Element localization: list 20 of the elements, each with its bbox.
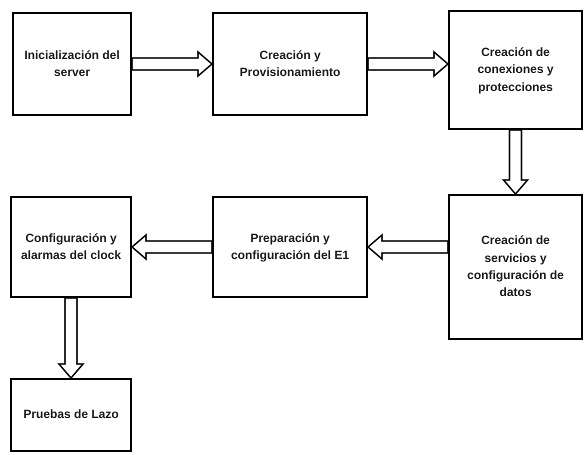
block-arrow — [57, 297, 85, 380]
process-box — [212, 12, 368, 116]
box-label: Creación y Provisionamiento — [238, 46, 342, 81]
box-label: Configuración y alarmas del clock — [20, 230, 122, 264]
process-box — [448, 10, 583, 130]
block-arrow — [502, 129, 530, 196]
box-label: Preparación y configuración del E1 — [230, 230, 350, 264]
box-label: Creación de conexiones y protecciones — [476, 44, 555, 96]
block-arrow — [130, 233, 213, 261]
box-label: Pruebas de Lazo — [23, 406, 119, 424]
box-label: Creación de servicios y configuración de datos — [466, 232, 565, 302]
block-arrow — [367, 50, 450, 78]
block-arrow — [131, 50, 214, 78]
process-box — [212, 196, 368, 298]
process-box — [10, 196, 132, 298]
box-label: Inicialización del server — [23, 46, 121, 81]
process-box — [10, 378, 132, 452]
process-box — [448, 194, 583, 340]
process-box — [12, 12, 132, 116]
block-arrow — [366, 233, 449, 261]
